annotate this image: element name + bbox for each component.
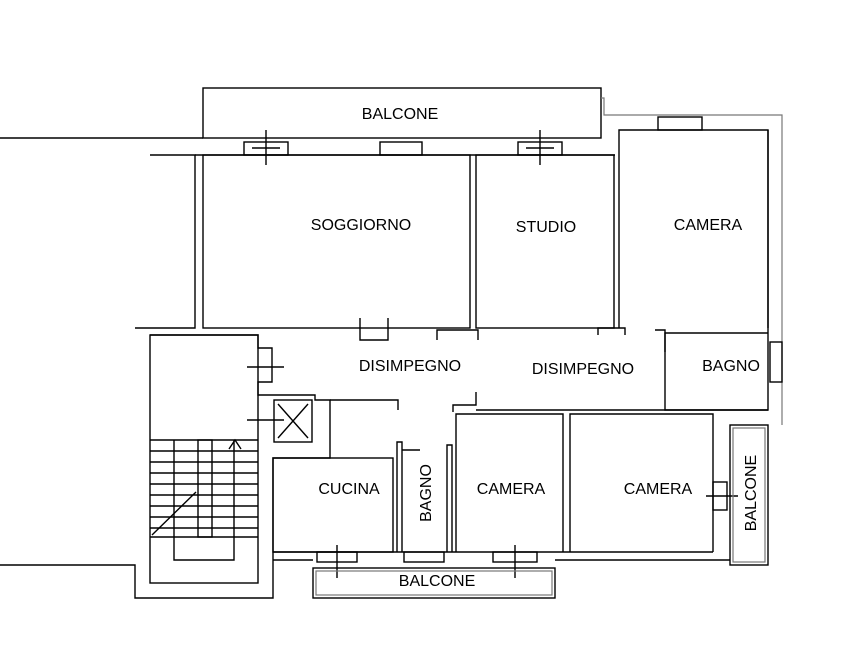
label-balcone-top: BALCONE bbox=[362, 106, 438, 123]
label-bagno-small: BAGNO bbox=[418, 464, 435, 522]
label-soggiorno: SOGGIORNO bbox=[311, 217, 411, 234]
room-cucina bbox=[272, 457, 394, 553]
label-disimpegno-right: DISIMPEGNO bbox=[532, 361, 634, 378]
elevator bbox=[273, 399, 313, 443]
window bbox=[379, 141, 423, 156]
label-studio: STUDIO bbox=[516, 219, 576, 236]
stair-outer bbox=[0, 334, 331, 599]
window bbox=[657, 116, 703, 131]
label-balcone-bottom: BALCONE bbox=[399, 573, 475, 590]
label-balcone-right: BALCONE bbox=[743, 455, 760, 531]
outer-wall-right bbox=[601, 97, 783, 425]
label-bagno-right: BAGNO bbox=[702, 358, 760, 375]
balcony-top-outline bbox=[202, 87, 602, 139]
room-labels: BALCONE SOGGIORNO STUDIO CAMERA DISIMPEG… bbox=[311, 106, 760, 590]
room-camera-mid bbox=[455, 413, 564, 552]
room-studio bbox=[475, 154, 615, 329]
balcony-bottom-outline bbox=[312, 567, 556, 599]
staircase bbox=[149, 334, 259, 584]
label-camera-mid: CAMERA bbox=[477, 481, 546, 498]
label-disimpegno-left: DISIMPEGNO bbox=[359, 358, 461, 375]
outer-wall-left bbox=[135, 154, 196, 329]
balcony-right-outline bbox=[729, 424, 769, 566]
window-bagno bbox=[769, 341, 783, 383]
room-soggiorno bbox=[202, 154, 471, 329]
walls bbox=[0, 87, 783, 599]
label-cucina: CUCINA bbox=[318, 481, 380, 498]
label-camera-right: CAMERA bbox=[624, 481, 693, 498]
stair-steps bbox=[150, 438, 258, 561]
label-camera-top: CAMERA bbox=[674, 217, 743, 234]
